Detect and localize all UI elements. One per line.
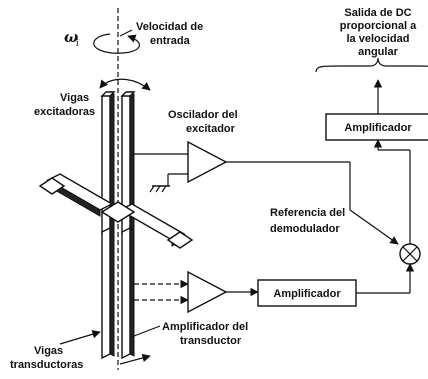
ground-hatch-1 [149,185,155,193]
driver-beams-motion-arrow-icon [99,78,151,91]
ground-hatch-3 [161,185,167,193]
axis-label-leader [119,29,133,37]
sensing-beam-left [101,226,111,360]
ground-hatch-2 [155,185,161,193]
demodulator-reference-label-line2: demodulador [270,223,340,235]
demodulator-reference-label-line1: Referencia del [270,207,345,219]
output-brace [315,57,428,73]
dc-output-label: Salida de DC proporcional a la velocidad… [340,7,417,58]
transducer-amplifier-label-line1: Amplificador del [162,321,248,333]
sensing-beam-right [121,226,131,360]
driver-beams-label-line1: Vigas [60,92,89,104]
mount-left [38,177,66,195]
driver-oscillator-group: Oscilador del excitador [134,109,350,193]
demodulator-multiplier-icon [399,243,421,265]
sensing-beams-motion-arrow-left [59,330,101,345]
rotation-arrow-icon [93,33,141,54]
input-rotation-group: ω i Velocidad de entrada [64,8,203,370]
omega-subscript: i [76,39,79,49]
transducer-amplifier-label-line2: transductor [180,335,242,347]
transducer-amplifier-triangle-icon [187,270,228,314]
reference-arrow [349,209,399,245]
sensing-beam-right-side [129,227,135,357]
dc-output-label-line1: Salida de DC [344,7,411,19]
gyroscope-structure [38,90,194,360]
driver-beams-label-line2: excitadoras [34,106,95,118]
driver-oscillator-label-line2: excitador [186,123,236,135]
transducer-chain: Amplificador Amplificador del transducto… [133,263,415,347]
top-amplifier-label: Amplificador [344,122,412,134]
dc-output-label-line3: la velocidad [347,33,410,45]
omega-symbol: ω [64,28,78,46]
dc-output-label-line4: angular [358,46,398,58]
input-velocity-label-line2: entrada [150,35,191,47]
driver-oscillator-triangle-icon [187,140,228,184]
transducer-label-leader [133,325,161,337]
sensing-beams-label-line2: transductoras [10,359,83,371]
sensing-beams-label-line1: Vigas [34,345,63,357]
driver-oscillator-label-line1: Oscilador del [168,109,238,121]
sensing-beams-motion-arrow-right [119,353,151,365]
sensing-beam-left-side [109,227,115,357]
driver-beam-left-cap [100,91,116,97]
driver-beam-right-cap [120,91,136,97]
top-amplifier-box [325,113,428,141]
input-velocity-label-line1: Velocidad de [136,21,203,33]
bottom-amplifier-label: Amplificador [273,288,341,300]
mount-right [166,231,194,249]
dc-output-label-line2: proporcional a [340,20,417,32]
central-hub [100,201,136,223]
